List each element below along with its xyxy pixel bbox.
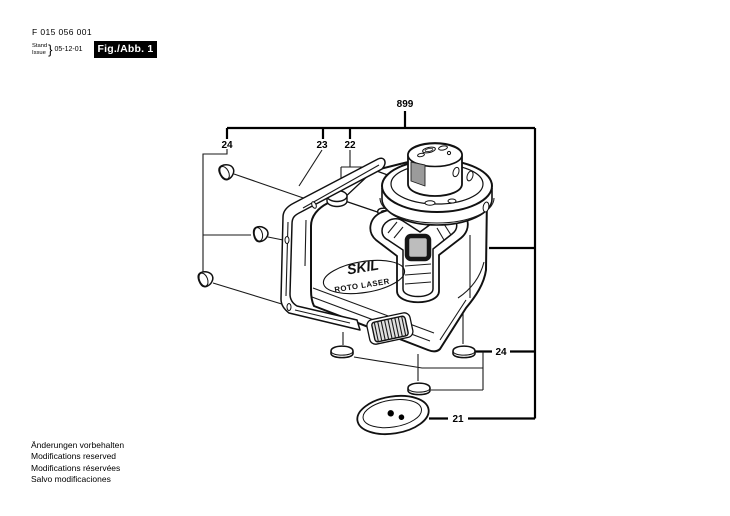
legal-line-fr: Modifications réservées: [31, 462, 121, 473]
legal-line-en: Modifications reserved: [31, 451, 117, 462]
frame-leader-line: [298, 149, 323, 187]
callout-23-frame: 23: [316, 140, 328, 151]
frame-mounting-holes: [284, 201, 317, 311]
callout-lines: [202, 111, 537, 420]
document-number: F 015 056 001: [32, 27, 93, 37]
callout-22-knob: 22: [344, 140, 356, 151]
rubber-feet-group: [330, 345, 476, 396]
base-plate: [356, 394, 430, 436]
rubber-cap: [195, 268, 216, 290]
figure-badge: Fig./Abb. 1: [93, 41, 158, 58]
right-band-line: [457, 235, 485, 299]
plate-screw: [387, 410, 394, 417]
laser-level-device: SKIL ROTO LASER: [310, 142, 495, 353]
laser-window: [410, 161, 426, 187]
mounting-frame: [280, 157, 386, 331]
brand-name: SKIL: [346, 257, 380, 278]
plate-screw: [398, 414, 405, 421]
revision-brace: }: [48, 42, 53, 57]
rubber-cap: [251, 224, 271, 244]
brand-logo: SKIL ROTO LASER: [322, 257, 406, 294]
grip-ribs: [387, 221, 452, 285]
header: F 015 056 001 Stand Issue } 05-12-01 Fig…: [32, 27, 158, 58]
assembly-bracket-lines: [225, 111, 537, 419]
rubber-foot: [452, 345, 476, 359]
footer-legal-notes: Änderungen vorbehalten Modifications res…: [31, 440, 124, 486]
rubber-cap: [216, 160, 238, 183]
callout-24-caps: 24: [221, 140, 233, 151]
head-top-holes: [417, 145, 460, 178]
rubber-caps-group: [195, 160, 271, 290]
revision-row: Stand Issue } 05-12-01 Fig./Abb. 1: [32, 41, 158, 58]
revision-label-de: Stand: [32, 43, 48, 50]
legal-line-es: Salvo modificaciones: [31, 474, 111, 485]
part-number-labels: 899 24 23 22 24 21: [221, 99, 507, 425]
frame-inner-lines: [285, 164, 380, 324]
revision-label-en: Issue: [32, 49, 46, 56]
grip-center-knob: [404, 233, 432, 262]
adjustment-thumbwheel: [366, 312, 414, 345]
legal-line-de: Änderungen vorbehalten: [31, 440, 125, 450]
rubber-foot: [330, 345, 354, 359]
callout-24-feet: 24: [495, 347, 507, 358]
knob-leader-lines: [340, 150, 365, 214]
callout-899: 899: [397, 99, 414, 110]
callout-21-plate: 21: [452, 414, 464, 425]
revision-labels: Stand Issue: [32, 43, 47, 55]
feet-leader-lines: [342, 309, 484, 391]
revision-date: 05-12-01: [54, 46, 83, 53]
rubber-foot: [407, 382, 431, 396]
rotating-laser-head: [407, 142, 463, 197]
caps-leader-lines: [202, 149, 313, 306]
